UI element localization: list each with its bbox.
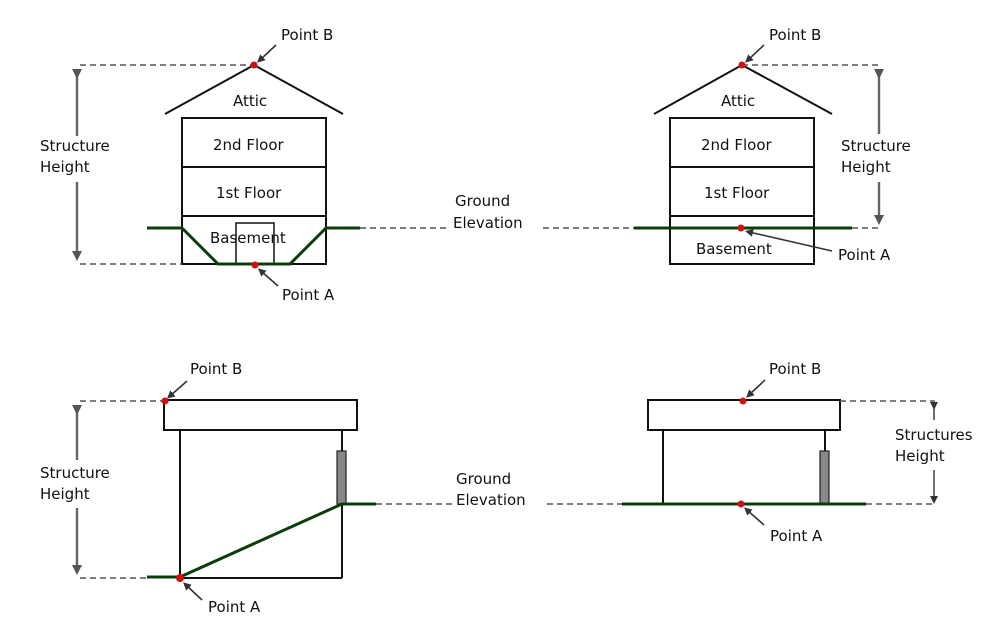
point-a-marker (737, 224, 745, 232)
point-b-label: Point B (190, 360, 242, 378)
ground-elevation-label: Elevation (456, 491, 526, 509)
point-a-marker (176, 574, 184, 582)
point-a-pointer (258, 268, 279, 287)
structure-height-label: Structure (841, 137, 911, 155)
point-b-marker (739, 397, 747, 405)
structure-height-label: Structure (40, 137, 110, 155)
point-b-pointer (167, 380, 188, 399)
point-a-pointer (183, 582, 203, 601)
structures-height-label: Structures (895, 426, 973, 444)
first-floor-label: 1st Floor (704, 184, 770, 202)
pier-column (336, 450, 347, 505)
point-a-marker (737, 500, 745, 508)
point-a-marker (251, 261, 259, 269)
ground-elevation-callout-bottom: Ground Elevation (376, 470, 622, 509)
point-a-pointer (745, 228, 833, 252)
point-a-label: Point A (282, 286, 335, 304)
point-b-marker (738, 61, 746, 69)
point-a-pointer (744, 507, 765, 526)
panel-elevated-sloped-grade: Structure Height Point B Point A (40, 360, 376, 616)
pier-column (819, 450, 830, 505)
second-floor-label: 2nd Floor (213, 136, 284, 154)
attic-label: Attic (233, 92, 267, 110)
elevated-floor-box (163, 399, 358, 431)
ground-line (147, 502, 376, 579)
structure-height-label: Height (40, 485, 90, 503)
ground-elevation-label: Elevation (453, 214, 523, 232)
second-floor-label: 2nd Floor (701, 136, 772, 154)
point-b-label: Point B (769, 360, 821, 378)
ground-elevation-callout-top: Ground Elevation (360, 192, 634, 232)
attic-label: Attic (721, 92, 755, 110)
point-b-label: Point B (769, 26, 821, 44)
point-b-marker (161, 397, 169, 405)
point-b-pointer (745, 44, 765, 63)
elevated-floor-box (647, 399, 841, 431)
house-body (669, 117, 815, 265)
structure-height-label: Height (40, 158, 90, 176)
point-a-label: Point A (208, 598, 261, 616)
panel-house-at-grade-basement: Attic 2nd Floor 1st Floor Basement Struc… (634, 26, 911, 265)
point-b-pointer (257, 44, 277, 63)
structure-height-label: Structure (40, 464, 110, 482)
structure-height-label: Height (841, 158, 891, 176)
point-b-label: Point B (281, 26, 333, 44)
point-a-label: Point A (838, 246, 891, 264)
structure-height-label: Height (895, 447, 945, 465)
panel-elevated-flat-grade: Structures Height Point B Point A (622, 360, 973, 545)
basement-label: Basement (210, 229, 286, 247)
panel-house-sunken-basement: Attic 2nd Floor 1st Floor Basement Struc… (40, 26, 360, 304)
first-floor-label: 1st Floor (216, 184, 282, 202)
ground-elevation-label: Ground (456, 470, 511, 488)
point-a-label: Point A (770, 527, 823, 545)
ground-elevation-label: Ground (455, 192, 510, 210)
basement-label: Basement (696, 240, 772, 258)
point-b-marker (250, 61, 258, 69)
point-b-pointer (746, 379, 766, 398)
